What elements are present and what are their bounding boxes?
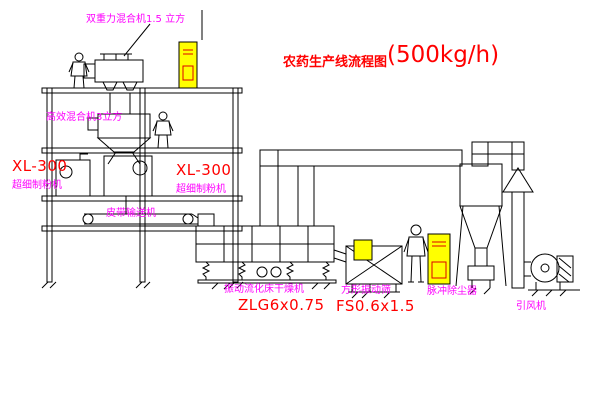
label-belt-conveyor: 皮带输送机	[106, 208, 156, 219]
worker-figure-level2	[152, 111, 174, 149]
label-double-gravity-mixer: 双重力混合机1.5 立方	[86, 14, 186, 25]
control-box-small	[353, 239, 373, 261]
title-capacity: (500kg/h)	[387, 42, 500, 68]
square-vibrating-screen	[333, 245, 403, 299]
gravity-mixer	[83, 53, 144, 114]
label-mill-right-model: XL-300	[176, 161, 232, 179]
fluid-bed-dryer	[195, 213, 337, 290]
label-mill-left-model: XL-300	[12, 157, 68, 175]
belt-conveyor	[82, 213, 199, 225]
label-mill-left-name: 超细制粉机	[12, 180, 62, 191]
dust-collector-cabinet	[427, 233, 451, 285]
label-screen-model: FS0.6x1.5	[336, 297, 415, 315]
label-screen-name: 方形振动筛	[341, 285, 391, 296]
label-dryer-name: 振动流化床干燥机	[224, 284, 304, 295]
label-fan: 引风机	[516, 301, 546, 312]
exhaust-stack	[502, 141, 534, 289]
worker-figure-ground	[403, 224, 429, 283]
label-dust-collector: 脉冲除尘器	[427, 286, 477, 297]
micro-mill-right	[103, 155, 153, 214]
high-efficiency-mixer	[87, 113, 152, 165]
exhaust-duct	[259, 149, 463, 227]
micro-mill-left	[55, 153, 91, 197]
cyclone-separator	[455, 141, 525, 295]
title-text: 农药生产线流程图	[283, 55, 388, 70]
leader-lines	[123, 10, 203, 57]
label-dryer-model: ZLG6x0.75	[238, 296, 325, 314]
diagram-title: 农药生产线流程图(500kg/h)	[283, 42, 499, 70]
label-high-efficiency-mixer: 高效混合机3立方	[46, 112, 123, 123]
worker-figure-roof	[68, 52, 90, 89]
label-mill-right-name: 超细制粉机	[176, 184, 226, 195]
control-cabinet-top	[178, 41, 198, 89]
induced-draft-fan	[524, 253, 580, 297]
structure-frame	[41, 87, 244, 289]
